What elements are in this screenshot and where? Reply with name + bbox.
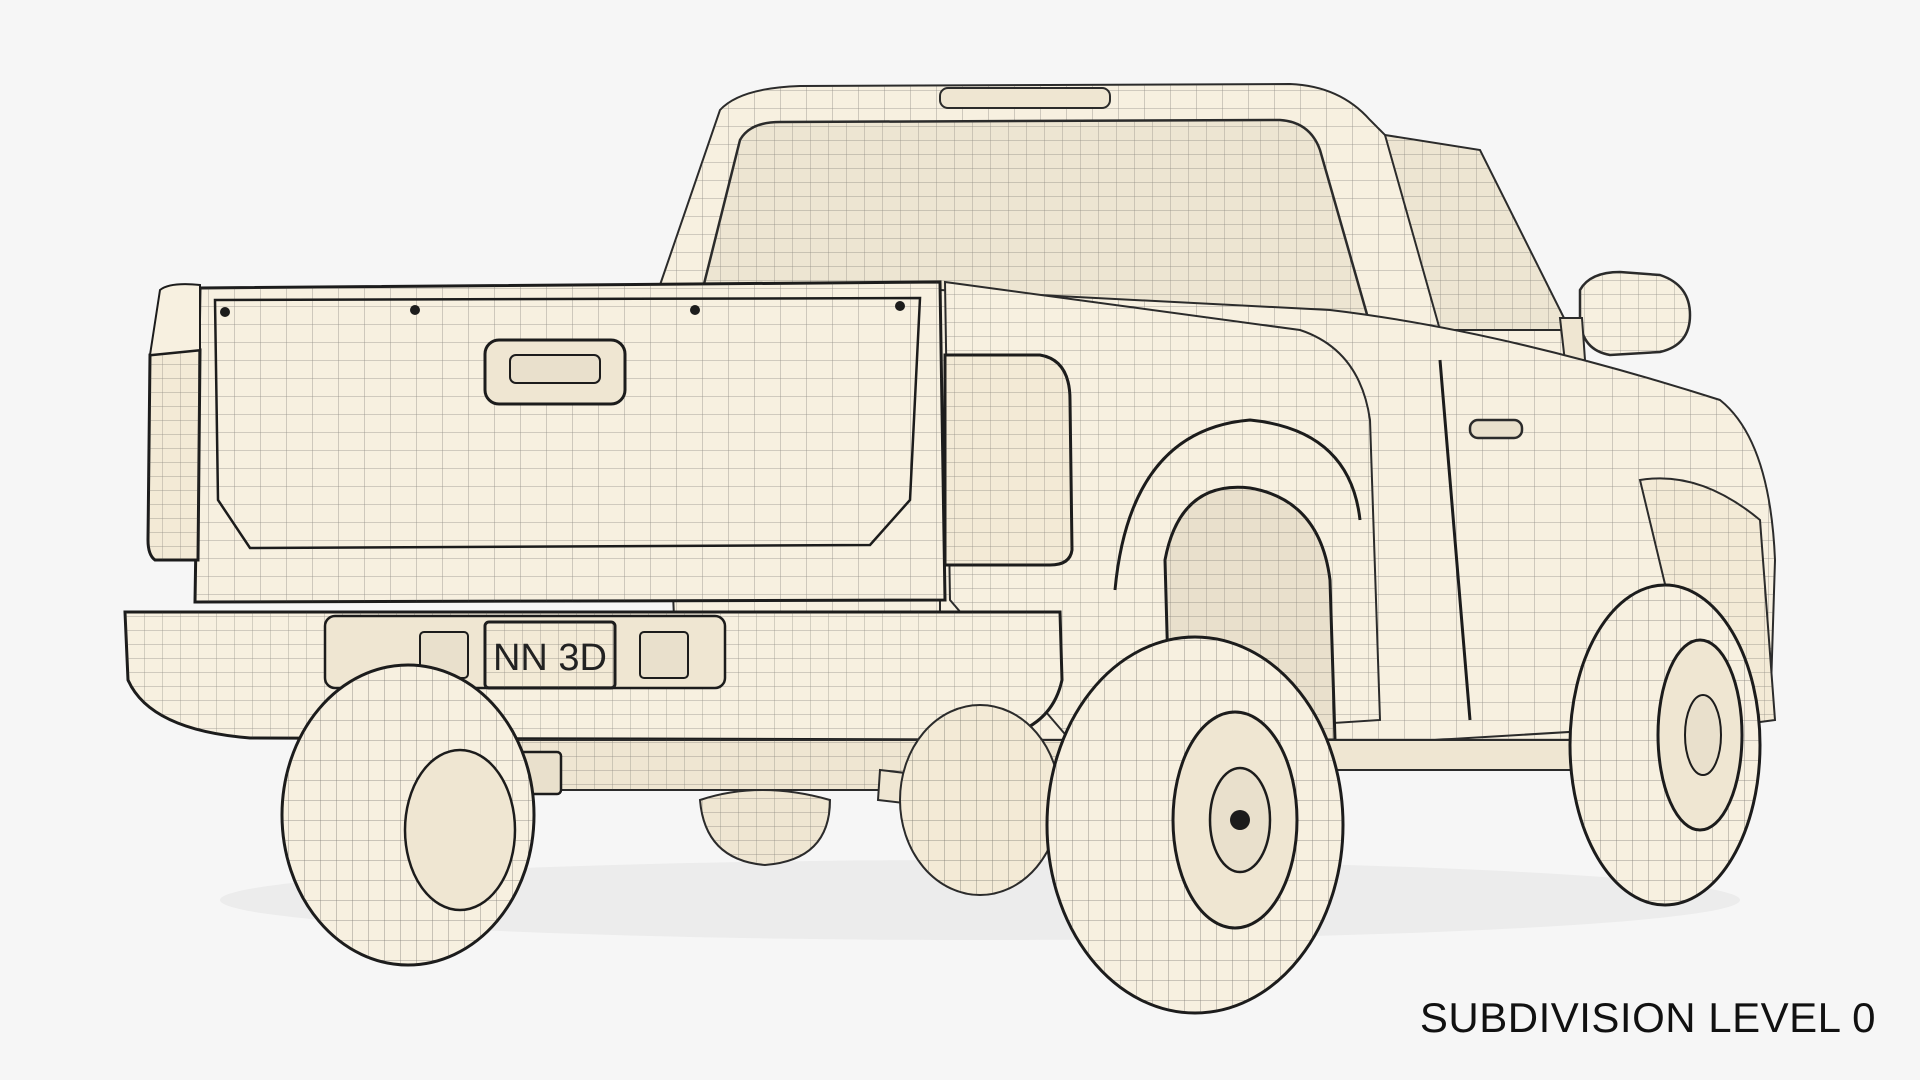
side-mirror [1558,270,1692,364]
subdivision-level-caption: SUBDIVISION LEVEL 0 [1419,994,1876,1041]
front-right-wheel [1568,583,1762,907]
front-left-wheel-hidden [899,704,1061,896]
tailgate [193,280,947,604]
third-brake-light [939,87,1111,109]
rear-right-wheel [1045,635,1345,1015]
tail-light-left [146,283,202,562]
license-plate-text: NN 3D [493,637,607,679]
rear-left-wheel [280,663,536,967]
door-handle [1468,418,1524,440]
ground-shadow [220,860,1740,940]
tail-light-right [943,353,1074,567]
license-plate: NN 3D [483,620,617,690]
